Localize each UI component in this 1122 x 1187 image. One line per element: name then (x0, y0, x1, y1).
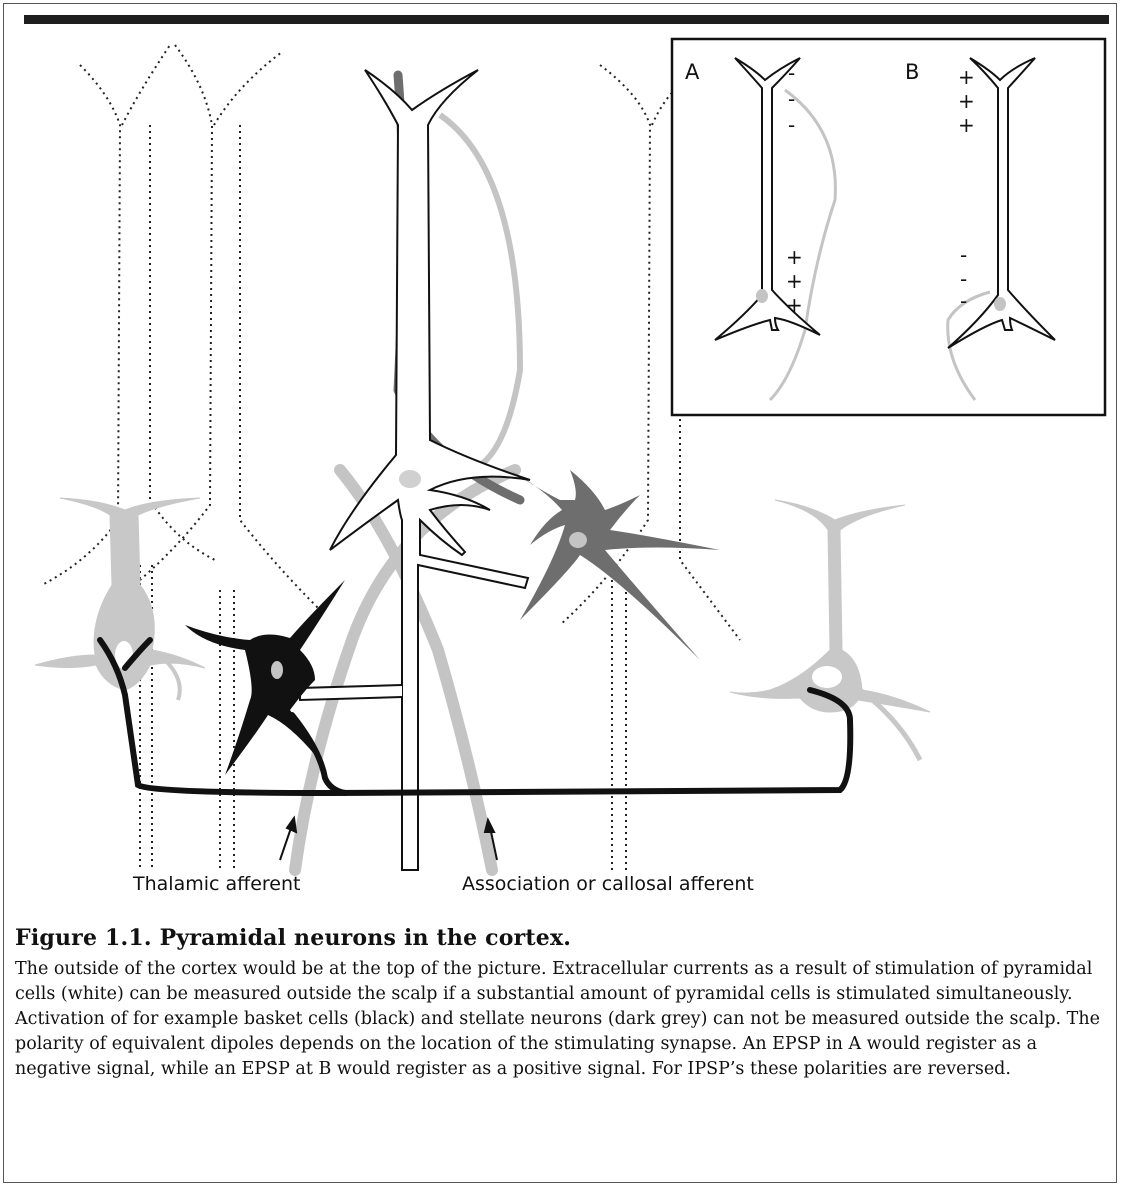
inset-a-sign: - (788, 61, 795, 85)
pyramidal-neuron-nucleus (399, 470, 421, 488)
inset-a-sign: - (788, 113, 795, 137)
thalamic-afferent-label: Thalamic afferent (132, 873, 300, 895)
inset-b-sign: + (958, 89, 975, 113)
neuron-illustration: Thalamic afferent Association or callosa… (0, 0, 1122, 915)
pyramidal-neuron-central (330, 70, 530, 870)
grey-neuron-right-nucleus (812, 666, 842, 688)
grey-neuron-right (730, 500, 930, 760)
pyramidal-axon-branch (300, 685, 402, 700)
inset-panel-a-letter: A (685, 60, 700, 84)
inset-b-sign: + (958, 113, 975, 137)
dotted-neurons (42, 45, 740, 870)
inset-panel-b-letter: B (905, 60, 919, 84)
stellate-neuron-nucleus (569, 532, 587, 548)
association-afferent-label: Association or callosal afferent (462, 873, 754, 895)
inset-a-sign: + (786, 293, 803, 317)
figure-caption-text: The outside of the cortex would be at th… (15, 957, 1115, 1082)
inset-a-sign: + (786, 269, 803, 293)
inset-b-sign: + (958, 65, 975, 89)
basket-neuron-nucleus (271, 661, 283, 679)
association-fiber-upper (440, 115, 520, 470)
inset-b-sign: - (960, 243, 967, 267)
inset-b-sign: - (960, 267, 967, 291)
inset-b-sign: - (960, 289, 967, 313)
label-arrows (280, 818, 497, 860)
inset-a-sign: - (788, 87, 795, 111)
figure-title: Figure 1.1. Pyramidal neurons in the cor… (15, 925, 1115, 951)
inset-a-sign: + (786, 245, 803, 269)
figure-caption: Figure 1.1. Pyramidal neurons in the cor… (15, 925, 1115, 1082)
dipole-inset: A - - - + + + B + + + - - - (672, 39, 1105, 415)
